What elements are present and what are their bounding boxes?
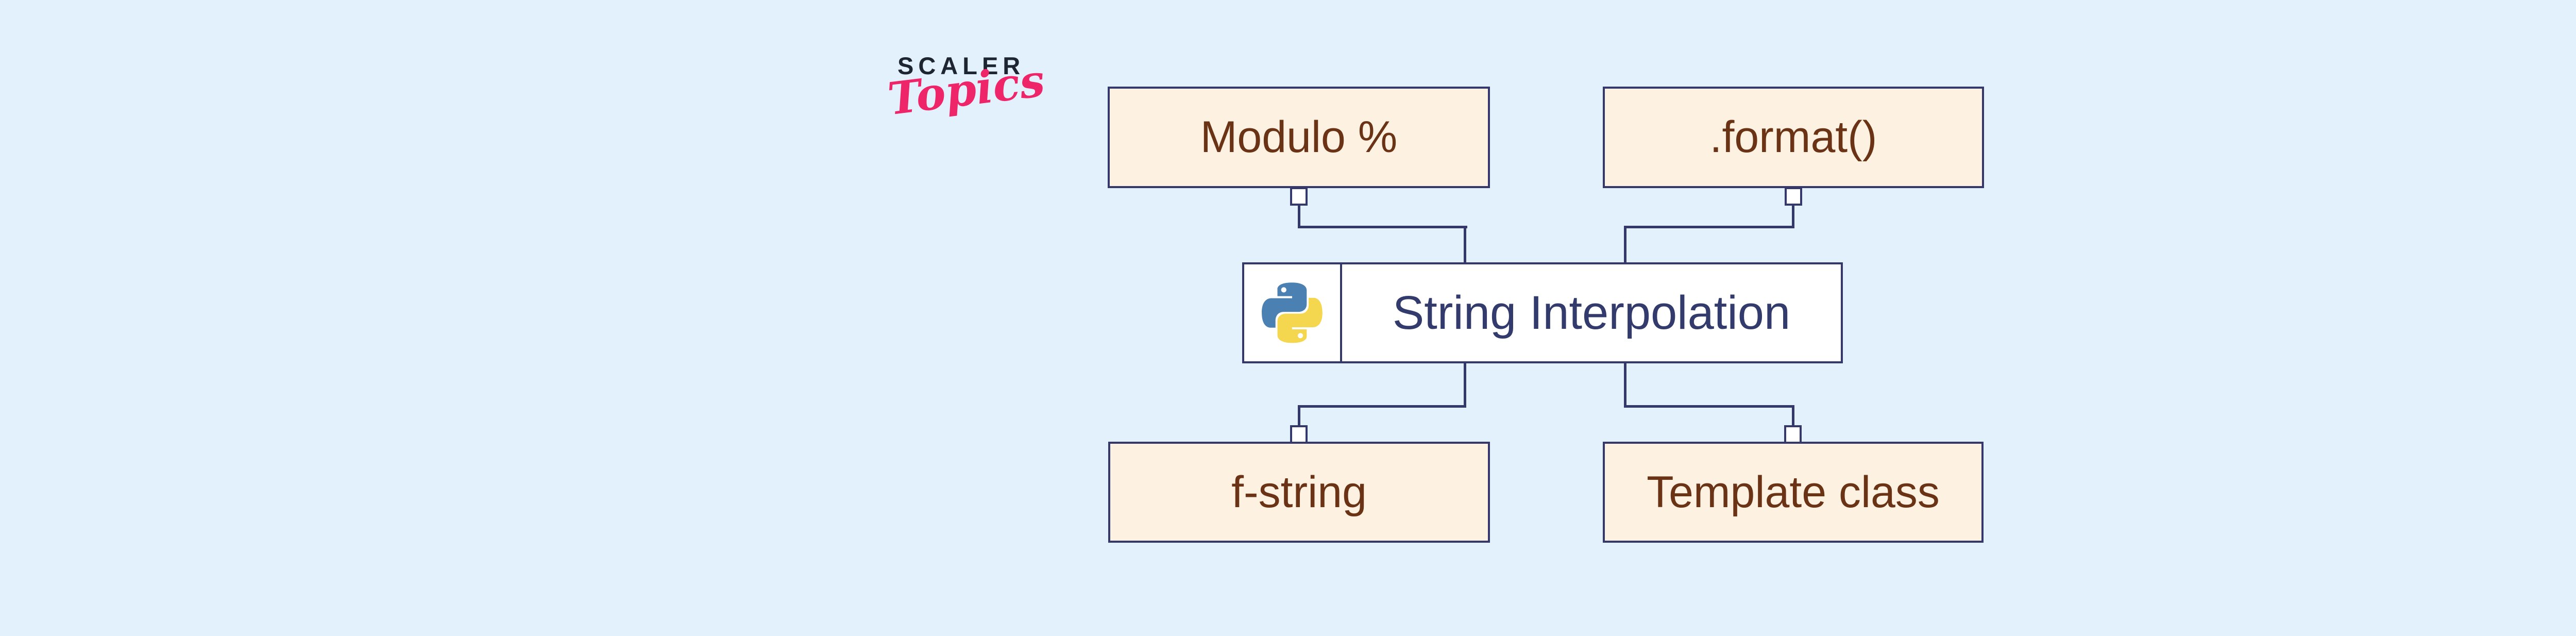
- connector-line: [1792, 405, 1794, 428]
- connector-line: [1624, 362, 1626, 408]
- node-format-label: .format(): [1709, 112, 1877, 162]
- brand-scaler-text: SCALER: [897, 52, 1025, 79]
- connector-line: [1464, 362, 1466, 408]
- node-template: Template class: [1603, 442, 1990, 549]
- brand-logo: SCALER Topics: [876, 49, 1047, 157]
- node-fstring-label: f-string: [1231, 467, 1367, 517]
- connector-line: [1298, 405, 1300, 428]
- python-icon: [1262, 282, 1323, 343]
- node-format: .format(): [1603, 87, 1991, 195]
- connector-line: [1298, 405, 1466, 408]
- node-modulo: Modulo %: [1108, 87, 1497, 195]
- connector-line: [1624, 226, 1794, 228]
- connector-line: [1464, 226, 1466, 263]
- connector-line: [1792, 205, 1794, 228]
- center-title-cell: String Interpolation: [1342, 264, 1841, 361]
- connector-port: [1784, 425, 1802, 444]
- connector-line: [1624, 226, 1626, 263]
- node-modulo-label: Modulo %: [1200, 112, 1398, 162]
- connector-port: [1290, 425, 1308, 444]
- node-string-interpolation: String Interpolation: [1242, 262, 1850, 370]
- connector-line: [1298, 205, 1300, 228]
- connector-port: [1785, 187, 1802, 206]
- connector-port: [1290, 187, 1308, 206]
- python-logo-cell: [1244, 264, 1342, 361]
- connector-line: [1298, 226, 1467, 228]
- connector-line: [1624, 405, 1794, 408]
- center-title: String Interpolation: [1392, 286, 1791, 339]
- node-template-label: Template class: [1647, 467, 1940, 517]
- node-fstring: f-string: [1108, 442, 1497, 549]
